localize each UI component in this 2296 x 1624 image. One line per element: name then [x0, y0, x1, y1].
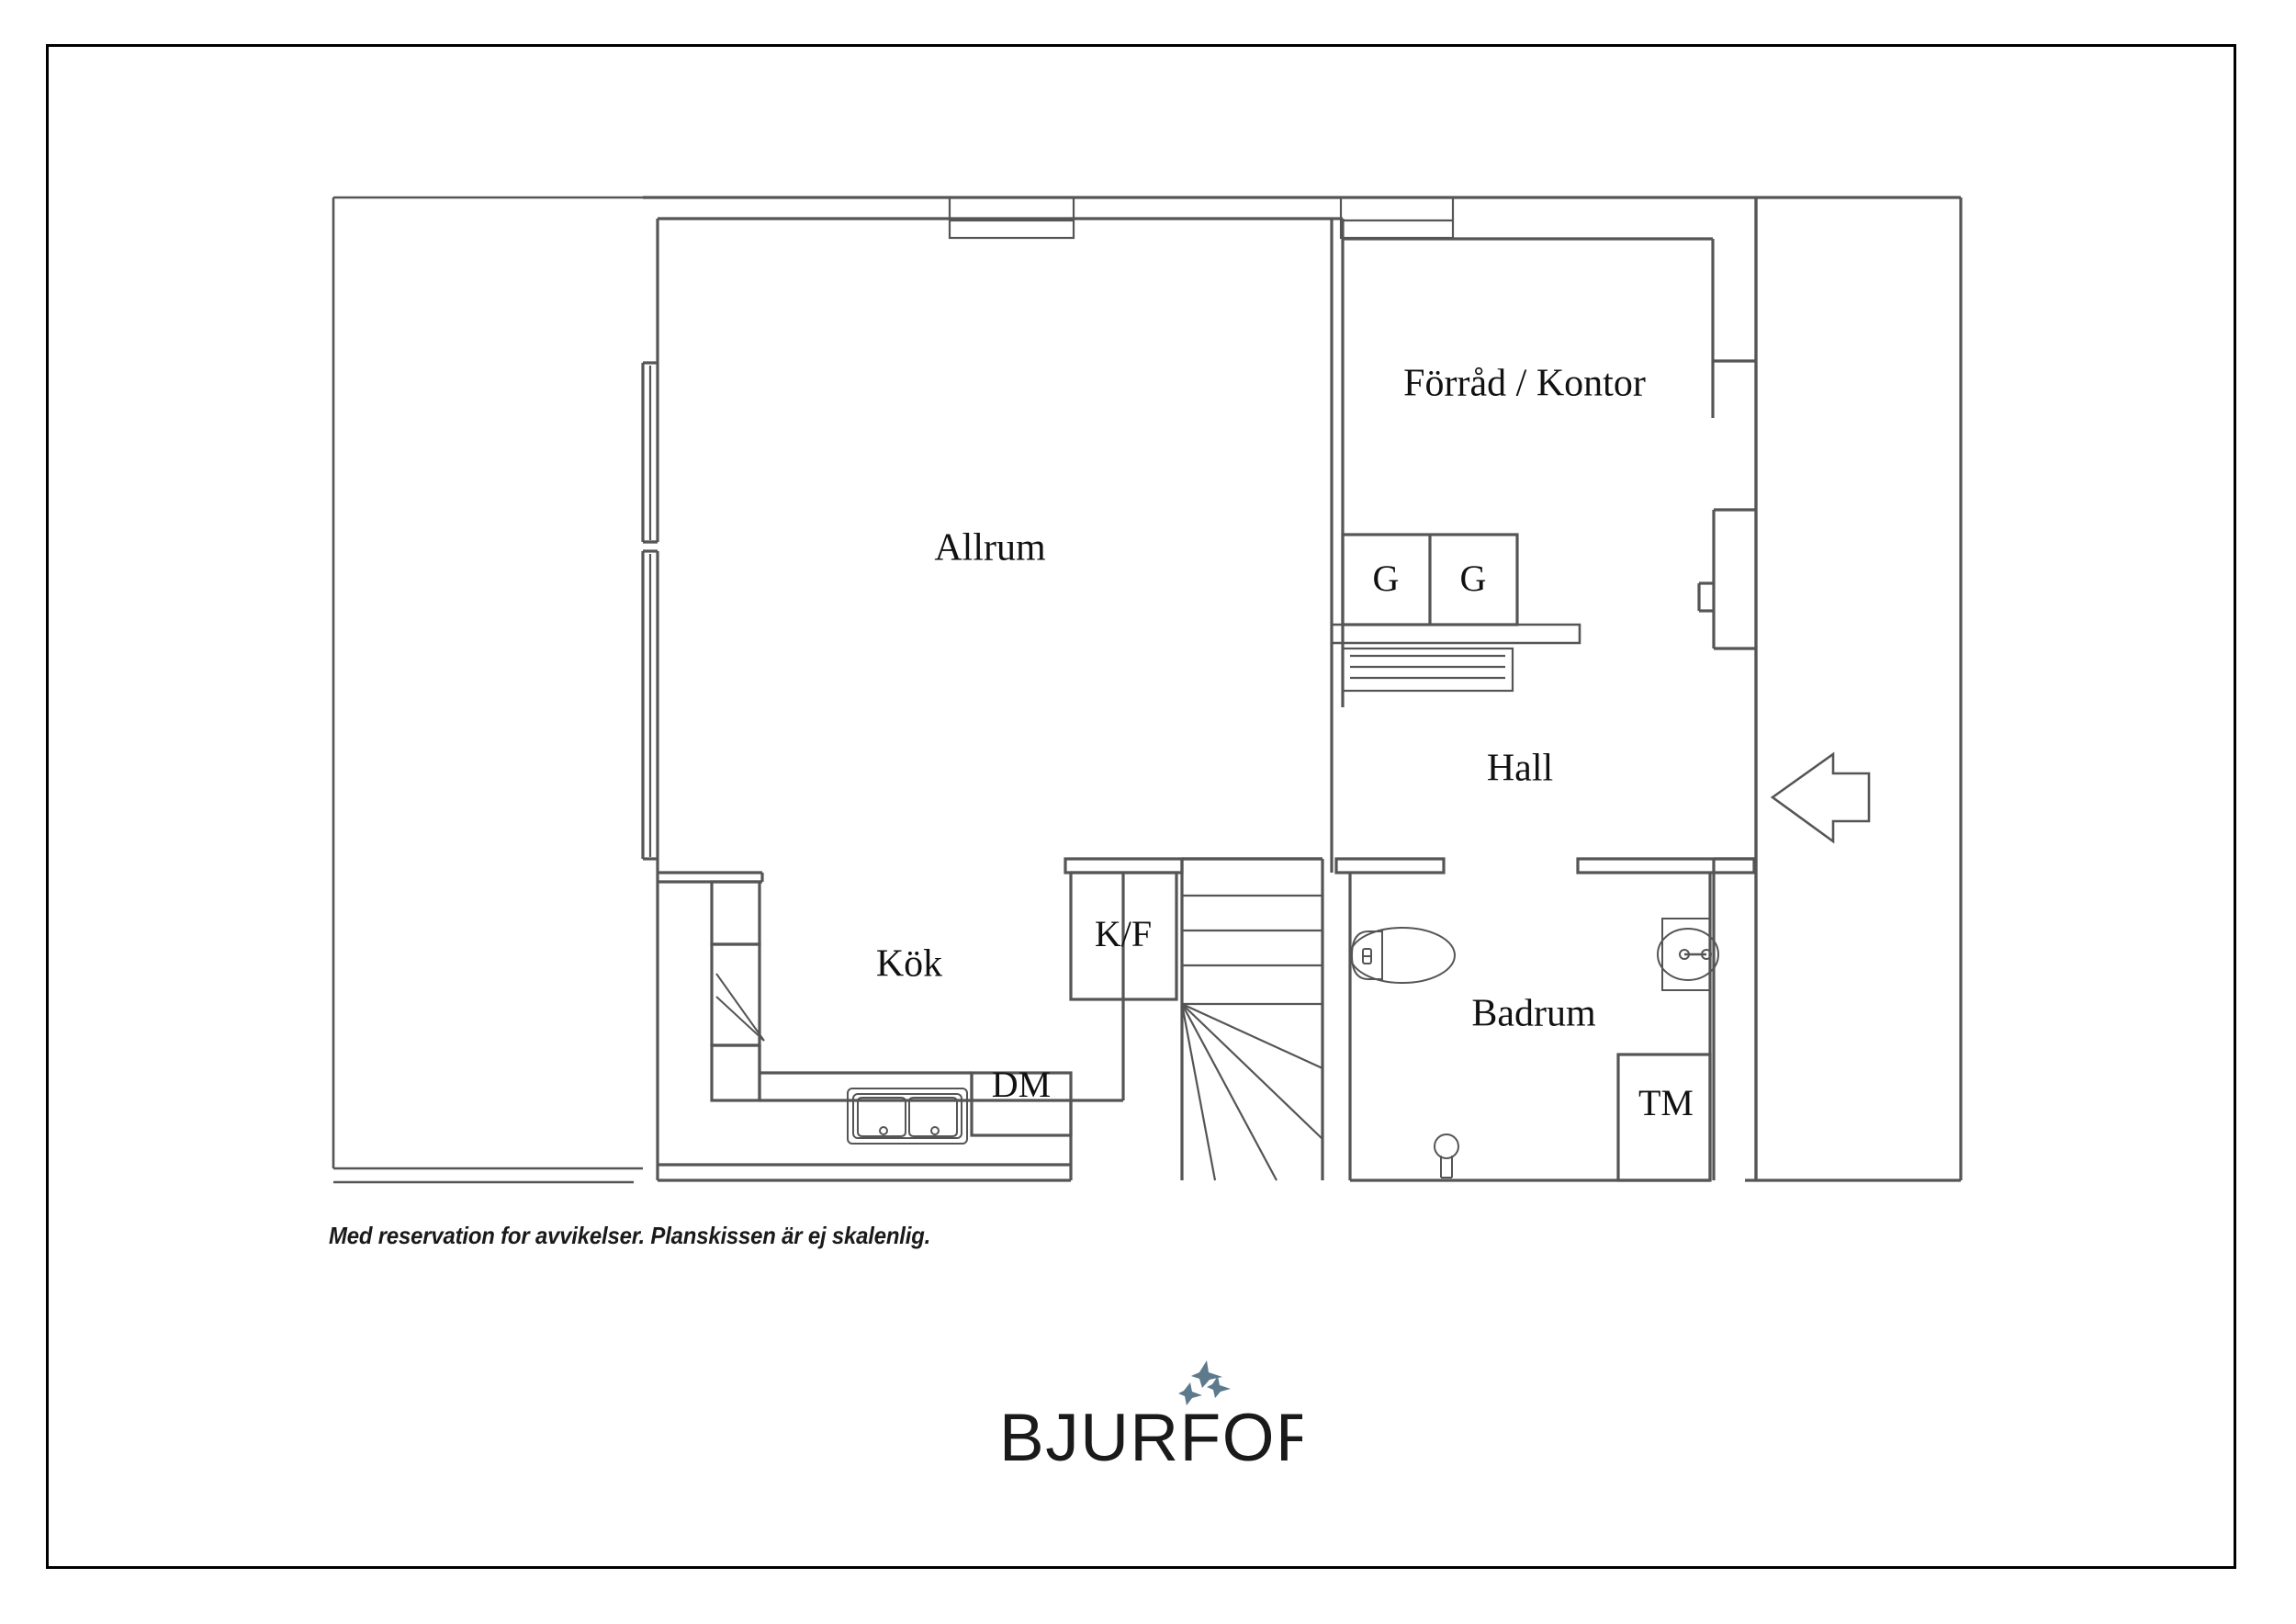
room-label-allrum: Allrum: [934, 527, 1046, 570]
room-label-kok: Kök: [876, 943, 942, 986]
room-kok-walls: [656, 871, 1125, 1182]
wc-toilet: [1349, 927, 1456, 984]
label-dishwasher: DM: [992, 1064, 1051, 1105]
building-outer-walls: [643, 196, 1963, 1182]
washing-machine: [1616, 1053, 1712, 1182]
wardrobe-block: [1341, 533, 1519, 626]
dishwasher-cabinet: [970, 1071, 1073, 1137]
staircase-with-winders: [1180, 857, 1324, 1181]
room-label-forrad-kontor: Förråd / Kontor: [1403, 363, 1646, 405]
disclaimer-text: Med reservation for avvikelser. Planskis…: [329, 1222, 931, 1249]
washbasin: [1657, 918, 1719, 991]
label-washing-machine: TM: [1638, 1082, 1694, 1123]
bjurfors-logo: BJURFORS: [999, 1360, 1302, 1475]
radiator: [1341, 647, 1514, 693]
shelf-ledge: [1330, 623, 1581, 645]
room-label-badrum: Badrum: [1471, 993, 1596, 1035]
label-wardrobe-right: G: [1460, 558, 1487, 599]
logo-wordmark: BJURFORS: [999, 1401, 1302, 1475]
label-wardrobe-left: G: [1373, 558, 1400, 599]
hall-walls: [1697, 197, 1758, 1180]
entrance-direction-arrow: [1770, 751, 1871, 844]
logo-birds: [1178, 1360, 1231, 1405]
double-kitchen-sink: [847, 1088, 968, 1145]
page-border-frame: [46, 44, 2236, 1569]
label-fridge-freezer: K/F: [1095, 913, 1152, 954]
room-allrum-walls: [641, 217, 1334, 873]
room-forrad-kontor-walls: [1332, 217, 1756, 707]
window-top-forrad: [1339, 196, 1455, 240]
balcony-terrace: [332, 196, 643, 1184]
room-label-hall: Hall: [1487, 748, 1553, 790]
floor-drain: [1434, 1133, 1459, 1179]
